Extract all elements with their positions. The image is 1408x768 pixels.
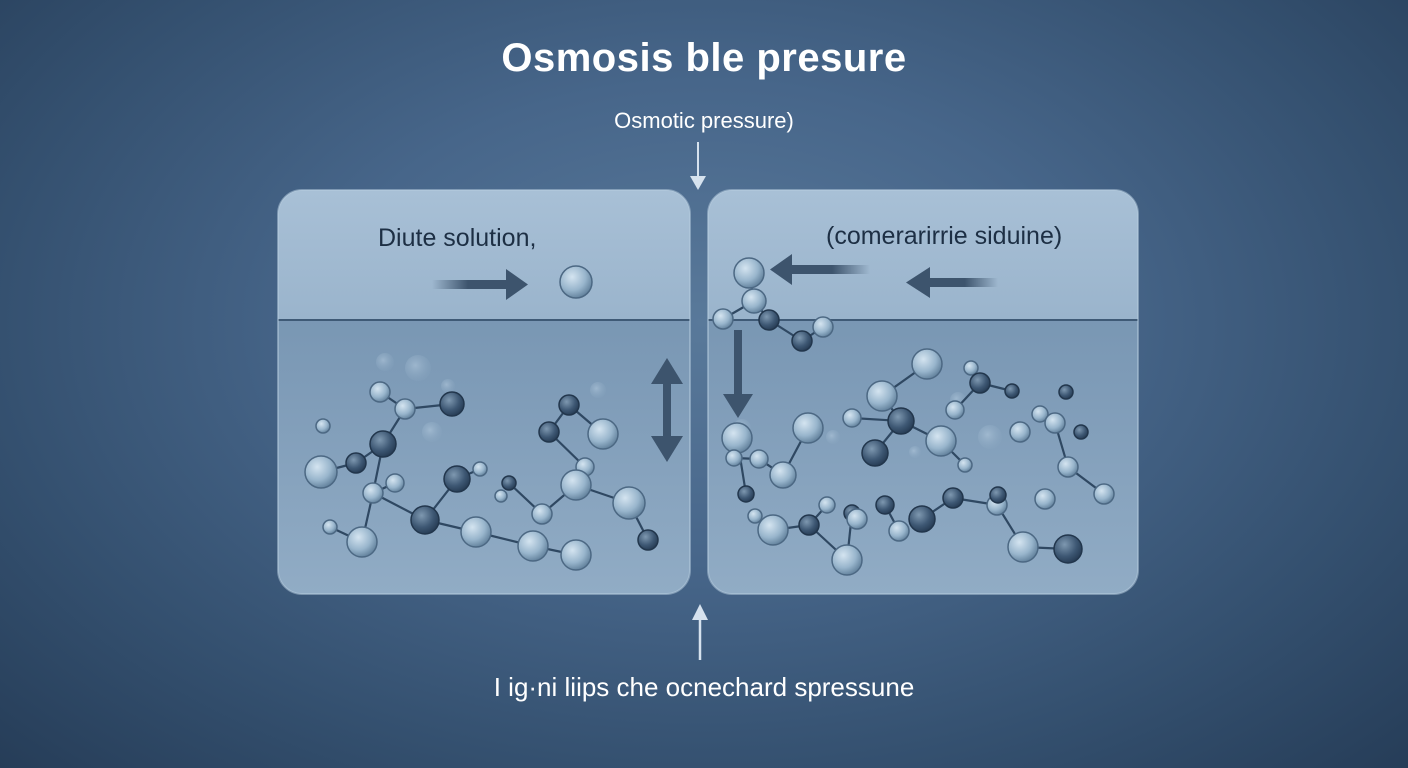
molecule-atom-dark [791,330,813,352]
molecule-atom-dark [989,486,1007,504]
molecule-atom-light [945,400,965,420]
molecule-atom-light [1057,456,1079,478]
molecule-atom-dark [1073,424,1089,440]
molecule-atom-light [747,508,763,524]
down-arrow [723,330,753,418]
molecule-atom-light [1007,531,1039,563]
molecule-atom-light [612,486,646,520]
molecule-atom-light [369,381,391,403]
molecule-atom-light [460,516,492,548]
molecule-atom-light [394,398,416,420]
molecule-atom-light [769,461,797,489]
molecule-atom-light [362,482,384,504]
molecule-atom-dark [887,407,915,435]
molecule-atom-light [1034,488,1056,510]
molecule-atom-light [322,519,338,535]
molecule-atom-light [725,449,743,467]
molecule-atom-light [721,422,753,454]
molecule-atom-light [846,508,868,530]
molecule-atom-dark [1053,534,1083,564]
molecule-atom-light [315,418,331,434]
double-arrow [651,358,683,462]
molecule-atom-light [757,514,789,546]
molecule-atom-light [911,348,943,380]
molecule-atom-light [531,503,553,525]
molecule-atom-light [888,520,910,542]
right-container-border [707,189,1139,595]
molecule-atom-light [741,288,767,314]
faint-particle [405,355,431,381]
diagram-subtitle: Osmotic pressure) [614,108,794,133]
molecule-atom-light [733,257,765,289]
faint-particle [978,425,1002,449]
left-flow-arrow [432,269,528,300]
molecule-atom-light [1093,483,1115,505]
molecule-atom-dark [1058,384,1074,400]
faint-particle [590,382,606,398]
molecule-atom-dark [737,485,755,503]
molecule-atom-dark [758,309,780,331]
molecule-atom-dark [969,372,991,394]
faint-particle [441,379,455,393]
molecule-atom-light [712,308,734,330]
top-pressure-arrow [690,142,706,190]
molecule-atom-dark [538,421,560,443]
molecule-atom-light [559,265,593,299]
molecule-atom-light [1031,405,1049,423]
molecule-atom-light [842,408,862,428]
molecule-atom-light [1009,421,1031,443]
molecule-atom-light [587,418,619,450]
molecule-atom-light [1044,412,1066,434]
molecule-atom-dark [875,495,895,515]
right-panel-label: (comerarirrie siduine) [826,222,1063,250]
molecule-atom-light [749,449,769,469]
faint-particle [909,446,921,458]
molecule-atom-dark [443,465,471,493]
molecule-atom-light [812,316,834,338]
molecule-atom-light [385,473,405,493]
molecule-atom-dark [501,475,517,491]
molecule-atom-dark [942,487,964,509]
molecule-atom-dark [558,394,580,416]
faint-particle [376,353,394,371]
molecule-atom-light [560,469,592,501]
molecule-atom-dark [345,452,367,474]
molecule-atom-light [346,526,378,558]
molecule-atom-light [517,530,549,562]
molecule-atom-dark [369,430,397,458]
molecule-atom-light [304,455,338,489]
molecule-atom-light [963,360,979,376]
diagram-caption: I ig·ni liips che ocnechard spressune [493,672,915,702]
faint-particle [422,422,442,442]
right-flow-arrow-2 [906,267,998,298]
molecule-atom-light [560,539,592,571]
molecule-atom-light [957,457,973,473]
left-molecules [304,265,659,571]
molecule-atom-dark [637,529,659,551]
molecule-atom-light [925,425,957,457]
diagram-title: Osmosis ble presure [501,36,907,80]
molecule-atom-light [472,461,488,477]
left-container-border [277,189,691,595]
bottom-pressure-arrow [692,604,708,660]
molecule-atom-light [818,496,836,514]
left-panel-label: Diute solution, [378,224,537,252]
molecule-atom-light [792,412,824,444]
molecule-atom-light [866,380,898,412]
faint-particle [826,430,840,444]
right-molecules [712,257,1115,576]
molecule-atom-dark [798,514,820,536]
right-flow-arrow-1 [770,254,870,285]
molecule-atom-light [494,489,508,503]
molecule-atom-dark [861,439,889,467]
molecule-atom-dark [908,505,936,533]
molecule-atom-dark [439,391,465,417]
molecule-atom-dark [1004,383,1020,399]
molecule-atom-light [831,544,863,576]
molecule-atom-dark [410,505,440,535]
